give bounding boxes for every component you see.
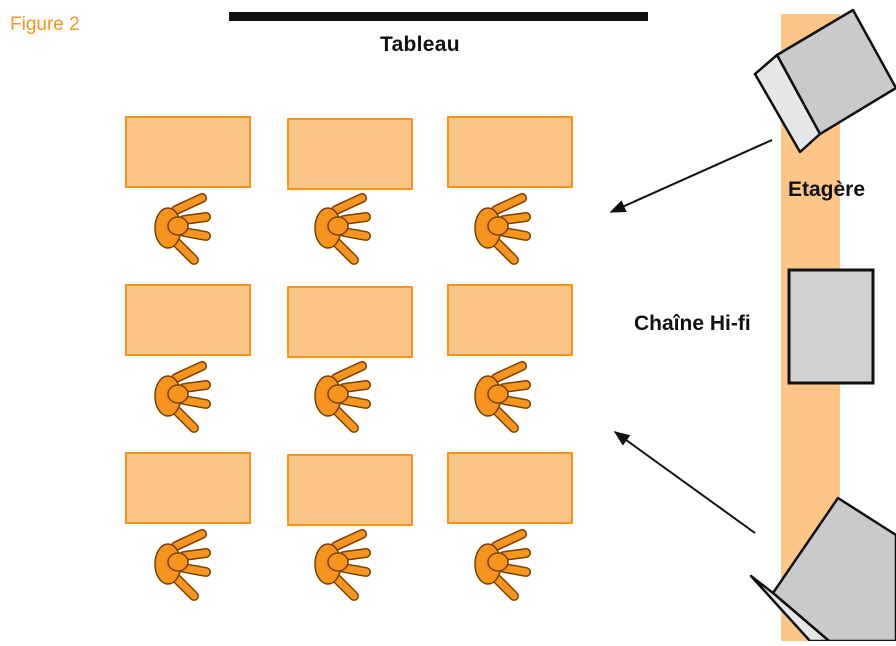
desk (447, 116, 573, 188)
hifi-system (787, 268, 875, 385)
desk (125, 452, 251, 524)
desk (287, 454, 413, 526)
sound-arrow-top (609, 139, 773, 213)
student-icon (314, 193, 371, 265)
shelf-label: Etagère (788, 178, 866, 201)
student-icon (314, 361, 371, 433)
desk (447, 452, 573, 524)
student-icon (474, 361, 531, 433)
desk (447, 284, 573, 356)
hifi-label: Chaîne Hi-fi (634, 312, 751, 335)
speaker-top (753, 8, 896, 154)
student-icon (154, 361, 211, 433)
student-icon (314, 529, 371, 601)
student-icon (474, 193, 531, 265)
figure-label: Figure 2 (10, 14, 80, 35)
student-icon (474, 529, 531, 601)
desk (287, 118, 413, 190)
desk (125, 116, 251, 188)
student-icon (154, 529, 211, 601)
board (229, 12, 648, 21)
student-icon (154, 193, 211, 265)
sound-arrow-bottom (613, 431, 756, 534)
board-label: Tableau (380, 33, 460, 56)
desk (125, 284, 251, 356)
desk (287, 286, 413, 358)
speaker-bottom (749, 496, 896, 643)
